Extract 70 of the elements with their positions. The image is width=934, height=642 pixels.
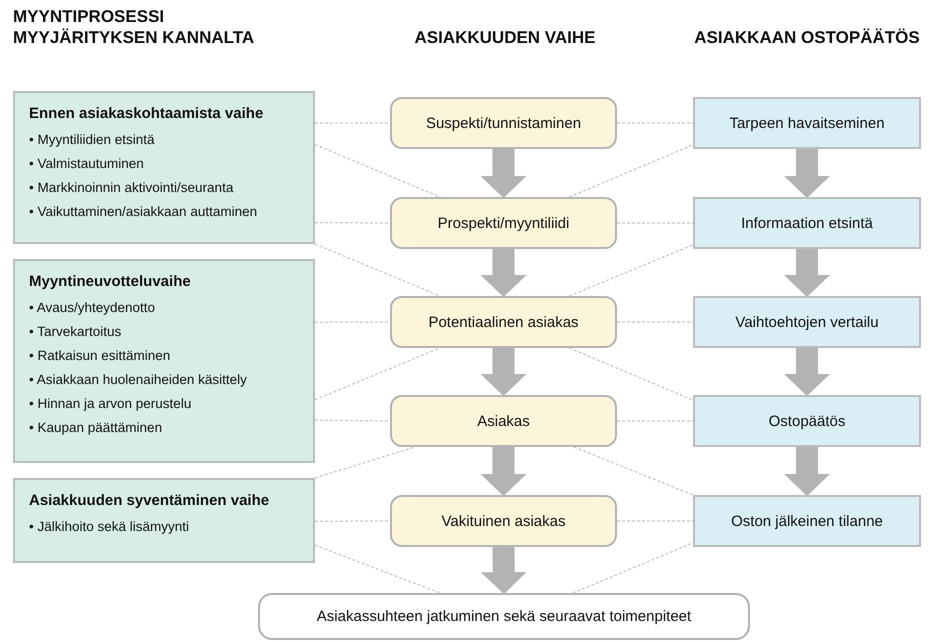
phase-panel: [13, 478, 315, 563]
stage-box: [390, 495, 617, 547]
bullet-item: • Myyntiliidien etsintä: [29, 131, 156, 149]
bullet-item: • Markkinoinnin aktivointi/seuranta: [29, 179, 234, 197]
connector-line: [616, 420, 694, 422]
connector-line: [314, 520, 390, 522]
connector-line: [568, 144, 694, 198]
connector-line: [568, 244, 694, 296]
decision-step-box: [693, 395, 921, 447]
column-heading: ASIAKKUUDEN VAIHE: [413, 27, 597, 48]
column-heading: ASIAKKAAN OSTOPÄÄTÖS: [693, 27, 921, 48]
connector-line: [314, 244, 440, 296]
box-label: Vaihtoehtojen vertailu: [735, 314, 879, 330]
flow-arrow: [784, 348, 830, 396]
connector-line: [573, 446, 694, 496]
connector-line: [314, 322, 390, 323]
column-heading: MYYNTIPROSESSI MYYJÄRITYKSEN KANNALTA: [13, 6, 256, 48]
panel-heading: Myyntineuvotteluvaihe: [29, 273, 192, 290]
bullet-item: • Valmistautuminen: [29, 155, 145, 173]
connector-line: [314, 144, 440, 198]
flow-arrow: [784, 149, 830, 198]
connector-line: [314, 446, 416, 478]
stage-box: [390, 296, 617, 348]
box-label: Vakituinen asiakas: [442, 512, 566, 530]
connector-line: [616, 122, 694, 124]
connector-line: [572, 542, 694, 594]
bullet-item: • Ratkaisun esittäminen: [29, 347, 172, 365]
connector-line: [616, 222, 694, 224]
decision-step-box: [693, 296, 921, 348]
panel-heading: Ennen asiakaskohtaamista vaihe: [29, 105, 264, 122]
box-label: Potentiaalinen asiakas: [428, 314, 579, 330]
bullet-item: • Vaikuttaminen/asiakkaan auttaminen: [29, 203, 258, 221]
box-label: Tarpeen havaitseminen: [729, 114, 885, 132]
flow-arrow: [784, 447, 830, 496]
stage-box: [390, 97, 617, 149]
decision-step-box: [693, 97, 921, 149]
phase-panel: [13, 91, 315, 244]
box-label: Asiakassuhteen jatkuminen sekä seuraavat toimenpiteet: [316, 608, 692, 625]
bullet-item: • Avaus/yhteydenotto: [29, 299, 156, 317]
bullet-item: • Hinnan ja arvon perustelu: [29, 395, 192, 413]
bullet-item: • Jälkihoito sekä lisämyynti: [29, 518, 190, 536]
stage-box: [390, 197, 617, 249]
decision-step-box: [693, 197, 921, 249]
outcome-box: [258, 593, 750, 640]
connector-line: [314, 420, 390, 422]
panel-heading: Asiakkuuden syventäminen vaihe: [29, 492, 270, 509]
connector-line: [568, 348, 694, 401]
box-label: Oston jälkeinen tilanne: [731, 512, 883, 530]
bullet-item: • Tarvekartoitus: [29, 323, 122, 341]
connector-line: [616, 520, 694, 522]
flow-arrow: [480, 149, 526, 198]
box-label: Ostopäätös: [768, 412, 846, 430]
bullet-item: • Asiakkaan huolenaiheiden käsittely: [29, 371, 248, 389]
flow-arrow: [480, 348, 526, 396]
decision-step-box: [693, 495, 921, 547]
box-label: Suspekti/tunnistaminen: [426, 114, 582, 132]
flow-arrow: [784, 249, 830, 297]
flow-arrow: [480, 249, 526, 297]
box-label: Asiakas: [477, 412, 530, 430]
bullet-item: • Kaupan päättäminen: [29, 419, 164, 437]
connector-line: [314, 222, 390, 224]
phase-panel: [13, 259, 315, 463]
box-label: Informaation etsintä: [741, 214, 873, 232]
box-label: Prospekti/myyntiliidi: [438, 214, 570, 232]
flow-arrow: [480, 546, 527, 594]
stage-box: [390, 395, 617, 447]
flow-arrow: [480, 447, 526, 496]
connector-line: [314, 544, 441, 594]
connector-line: [314, 348, 440, 400]
connector-line: [314, 122, 390, 124]
